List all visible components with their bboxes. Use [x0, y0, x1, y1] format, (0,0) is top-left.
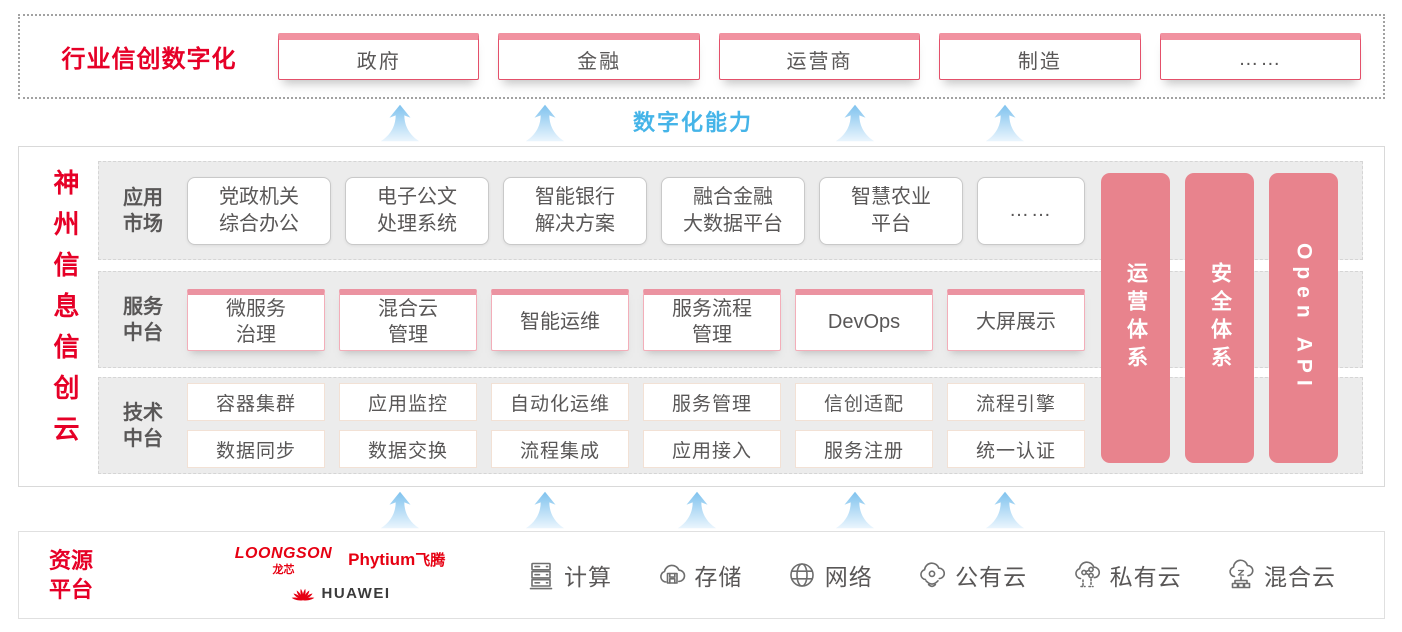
up-arrow-icon	[377, 489, 423, 531]
resource-item-private-cloud: 私有云	[1071, 558, 1182, 592]
network-icon	[789, 563, 814, 587]
up-arrow-icon	[832, 489, 878, 531]
storage-icon	[660, 564, 686, 584]
row-label-app-market: 应用 市场	[123, 186, 163, 235]
pillar-operation-system: 运营体系	[1101, 173, 1170, 463]
resource-item-storage: 存储	[655, 558, 742, 592]
resource-item-compute: 计算	[525, 558, 612, 592]
phytium-logo: Phytium飞腾	[348, 550, 446, 569]
up-arrow-icon	[522, 102, 568, 144]
hybrid-cloud-icon	[1229, 559, 1254, 589]
service-card: 智能运维	[491, 288, 629, 351]
private-cloud-icon	[1074, 561, 1100, 588]
tech-card: 应用监控	[339, 383, 477, 421]
loongson-logo: LOONGSON 龙芯	[234, 545, 333, 576]
resource-item-network: 网络	[786, 558, 873, 592]
pillar-open-api: Open API	[1269, 173, 1338, 463]
row-label-service: 服务 中台	[123, 295, 163, 344]
industry-box-finance: 金融	[498, 33, 700, 80]
pillar-security-system: 安全体系	[1185, 173, 1254, 463]
resource-item-hybrid-cloud: 混合云	[1225, 558, 1336, 592]
platform-title: 神州信息信创云	[50, 169, 80, 456]
row-service-platform: 服务 中台 微服务 治理 混合云 管理 智能运维 服务流程 管理 DevOps …	[98, 271, 1363, 368]
public-cloud-icon	[920, 562, 946, 588]
tech-card: 流程引擎	[947, 383, 1085, 421]
vendor-logos: LOONGSON 龙芯 Phytium飞腾 HUAWEI	[225, 545, 455, 605]
tech-card: 容器集群	[187, 383, 325, 421]
service-card-list: 微服务 治理 混合云 管理 智能运维 服务流程 管理 DevOps 大屏展示	[187, 288, 1085, 351]
up-arrow-icon	[832, 102, 878, 144]
resource-item-list: 计算 存储 网络	[525, 558, 1336, 592]
tech-card: 应用接入	[643, 430, 781, 468]
tech-card: 数据同步	[187, 430, 325, 468]
service-card: 混合云 管理	[339, 288, 477, 351]
tech-card: 自动化运维	[491, 383, 629, 421]
row-label-tech: 技术 中台	[123, 401, 163, 450]
app-card: 电子公文 处理系统	[345, 176, 489, 245]
industry-box-list: 政府 金融 运营商 制造 ……	[278, 33, 1383, 80]
app-card: 智能银行 解决方案	[503, 176, 647, 245]
huawei-logo: HUAWEI	[290, 581, 391, 605]
tech-card: 服务注册	[795, 430, 933, 468]
up-arrow-icon	[377, 102, 423, 144]
tech-card: 数据交换	[339, 430, 477, 468]
resource-platform: 资源 平台 LOONGSON 龙芯 Phytium飞腾	[18, 531, 1385, 619]
service-card: DevOps	[795, 288, 933, 351]
platform-box: 神州信息信创云 应用 市场 党政机关 综合办公 电子公文 处理系统 智能银行 解…	[18, 146, 1385, 487]
tech-card: 统一认证	[947, 430, 1085, 468]
compute-icon	[529, 562, 553, 590]
app-card-list: 党政机关 综合办公 电子公文 处理系统 智能银行 解决方案 融合金融 大数据平台…	[187, 176, 1085, 245]
industry-box-more: ……	[1159, 33, 1362, 80]
industry-box-telecom: 运营商	[718, 33, 921, 80]
up-arrow-icon	[674, 489, 720, 531]
capability-label: 数字化能力	[633, 110, 754, 135]
up-arrow-icon	[982, 102, 1028, 144]
service-card: 微服务 治理	[187, 288, 325, 351]
service-card: 大屏展示	[947, 288, 1085, 351]
tech-card: 服务管理	[643, 383, 781, 421]
app-card: 融合金融 大数据平台	[661, 176, 805, 245]
banner-title: 行业信创数字化	[61, 46, 237, 73]
app-card-more: ……	[977, 176, 1085, 245]
row-app-market: 应用 市场 党政机关 综合办公 电子公文 处理系统 智能银行 解决方案 融合金融…	[98, 161, 1363, 260]
industry-box-manufacturing: 制造	[939, 33, 1141, 80]
up-arrow-icon	[522, 489, 568, 531]
resource-item-public-cloud: 公有云	[916, 558, 1027, 592]
resource-platform-label: 资源 平台	[49, 548, 94, 602]
up-arrow-icon	[982, 489, 1028, 531]
app-card: 智慧农业 平台	[819, 176, 963, 245]
row-tech-platform: 技术 中台 容器集群 应用监控 自动化运维 服务管理 信创适配 流程引擎 数据同…	[98, 377, 1363, 474]
industry-box-government: 政府	[278, 33, 480, 80]
service-card: 服务流程 管理	[643, 288, 781, 351]
tech-card: 流程集成	[491, 430, 629, 468]
industry-banner: 行业信创数字化 政府 金融 运营商 制造 ……	[18, 14, 1385, 99]
tech-card: 信创适配	[795, 383, 933, 421]
tech-card-grid: 容器集群 应用监控 自动化运维 服务管理 信创适配 流程引擎 数据同步 数据交换…	[187, 383, 1085, 468]
huawei-flower-icon	[290, 588, 315, 602]
app-card: 党政机关 综合办公	[187, 176, 331, 245]
